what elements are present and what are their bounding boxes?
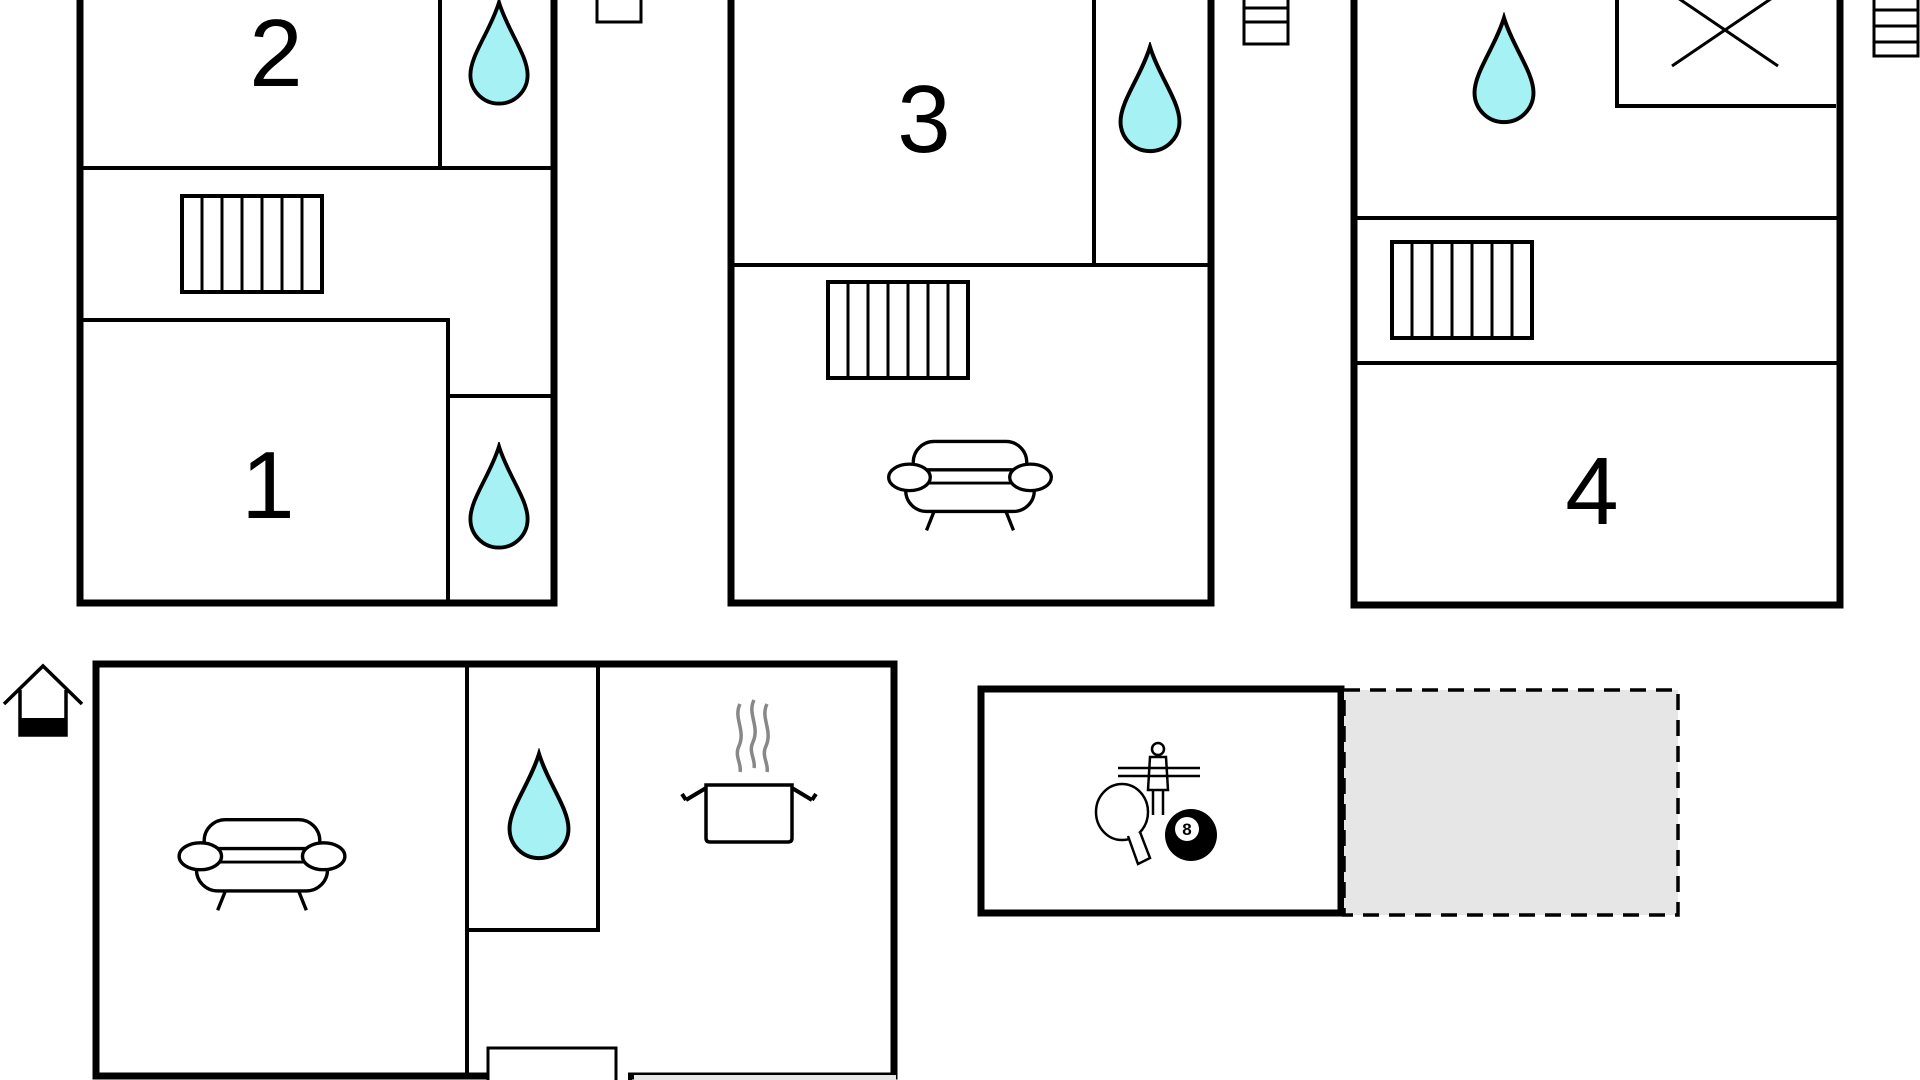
table-football-icon	[1118, 741, 1200, 815]
water-drop-icon	[510, 754, 569, 858]
water-drop-icon	[1475, 18, 1534, 122]
water-drop-icon	[468, 444, 530, 550]
water-drop-icon	[1118, 44, 1182, 154]
room-number-1: 1	[241, 432, 294, 539]
room-number-3: 3	[897, 66, 950, 173]
staircase-icon	[595, 0, 643, 24]
building-bedroom-4: 4	[1350, 0, 1844, 609]
cooking-pot-icon	[680, 699, 818, 844]
building-living-kitchen	[92, 660, 898, 1080]
staircase-icon	[1242, 0, 1290, 46]
staircase-icon	[1872, 0, 1920, 58]
house-entrance-icon	[2, 663, 84, 737]
ping-pong-paddle-icon	[1094, 782, 1152, 866]
room-number-2: 2	[249, 0, 302, 107]
crossed-out-area-icon	[1671, 0, 1779, 68]
radiator-icon	[180, 194, 324, 294]
billiard-ball-icon: 8	[1165, 809, 1217, 861]
radiator-icon	[1390, 240, 1534, 340]
building-games-room: 8	[977, 685, 1680, 917]
sofa-icon	[887, 439, 1053, 532]
open-area	[1342, 688, 1680, 917]
building-bedrooms-1-2: 2 1	[76, 0, 558, 607]
room-number-4: 4	[1565, 438, 1618, 545]
billiard-ball-number: 8	[1182, 820, 1191, 839]
building-bedroom-3: 3	[727, 0, 1215, 607]
radiator-icon	[826, 280, 970, 380]
water-drop-icon	[468, 0, 530, 106]
sofa-icon	[177, 817, 347, 912]
